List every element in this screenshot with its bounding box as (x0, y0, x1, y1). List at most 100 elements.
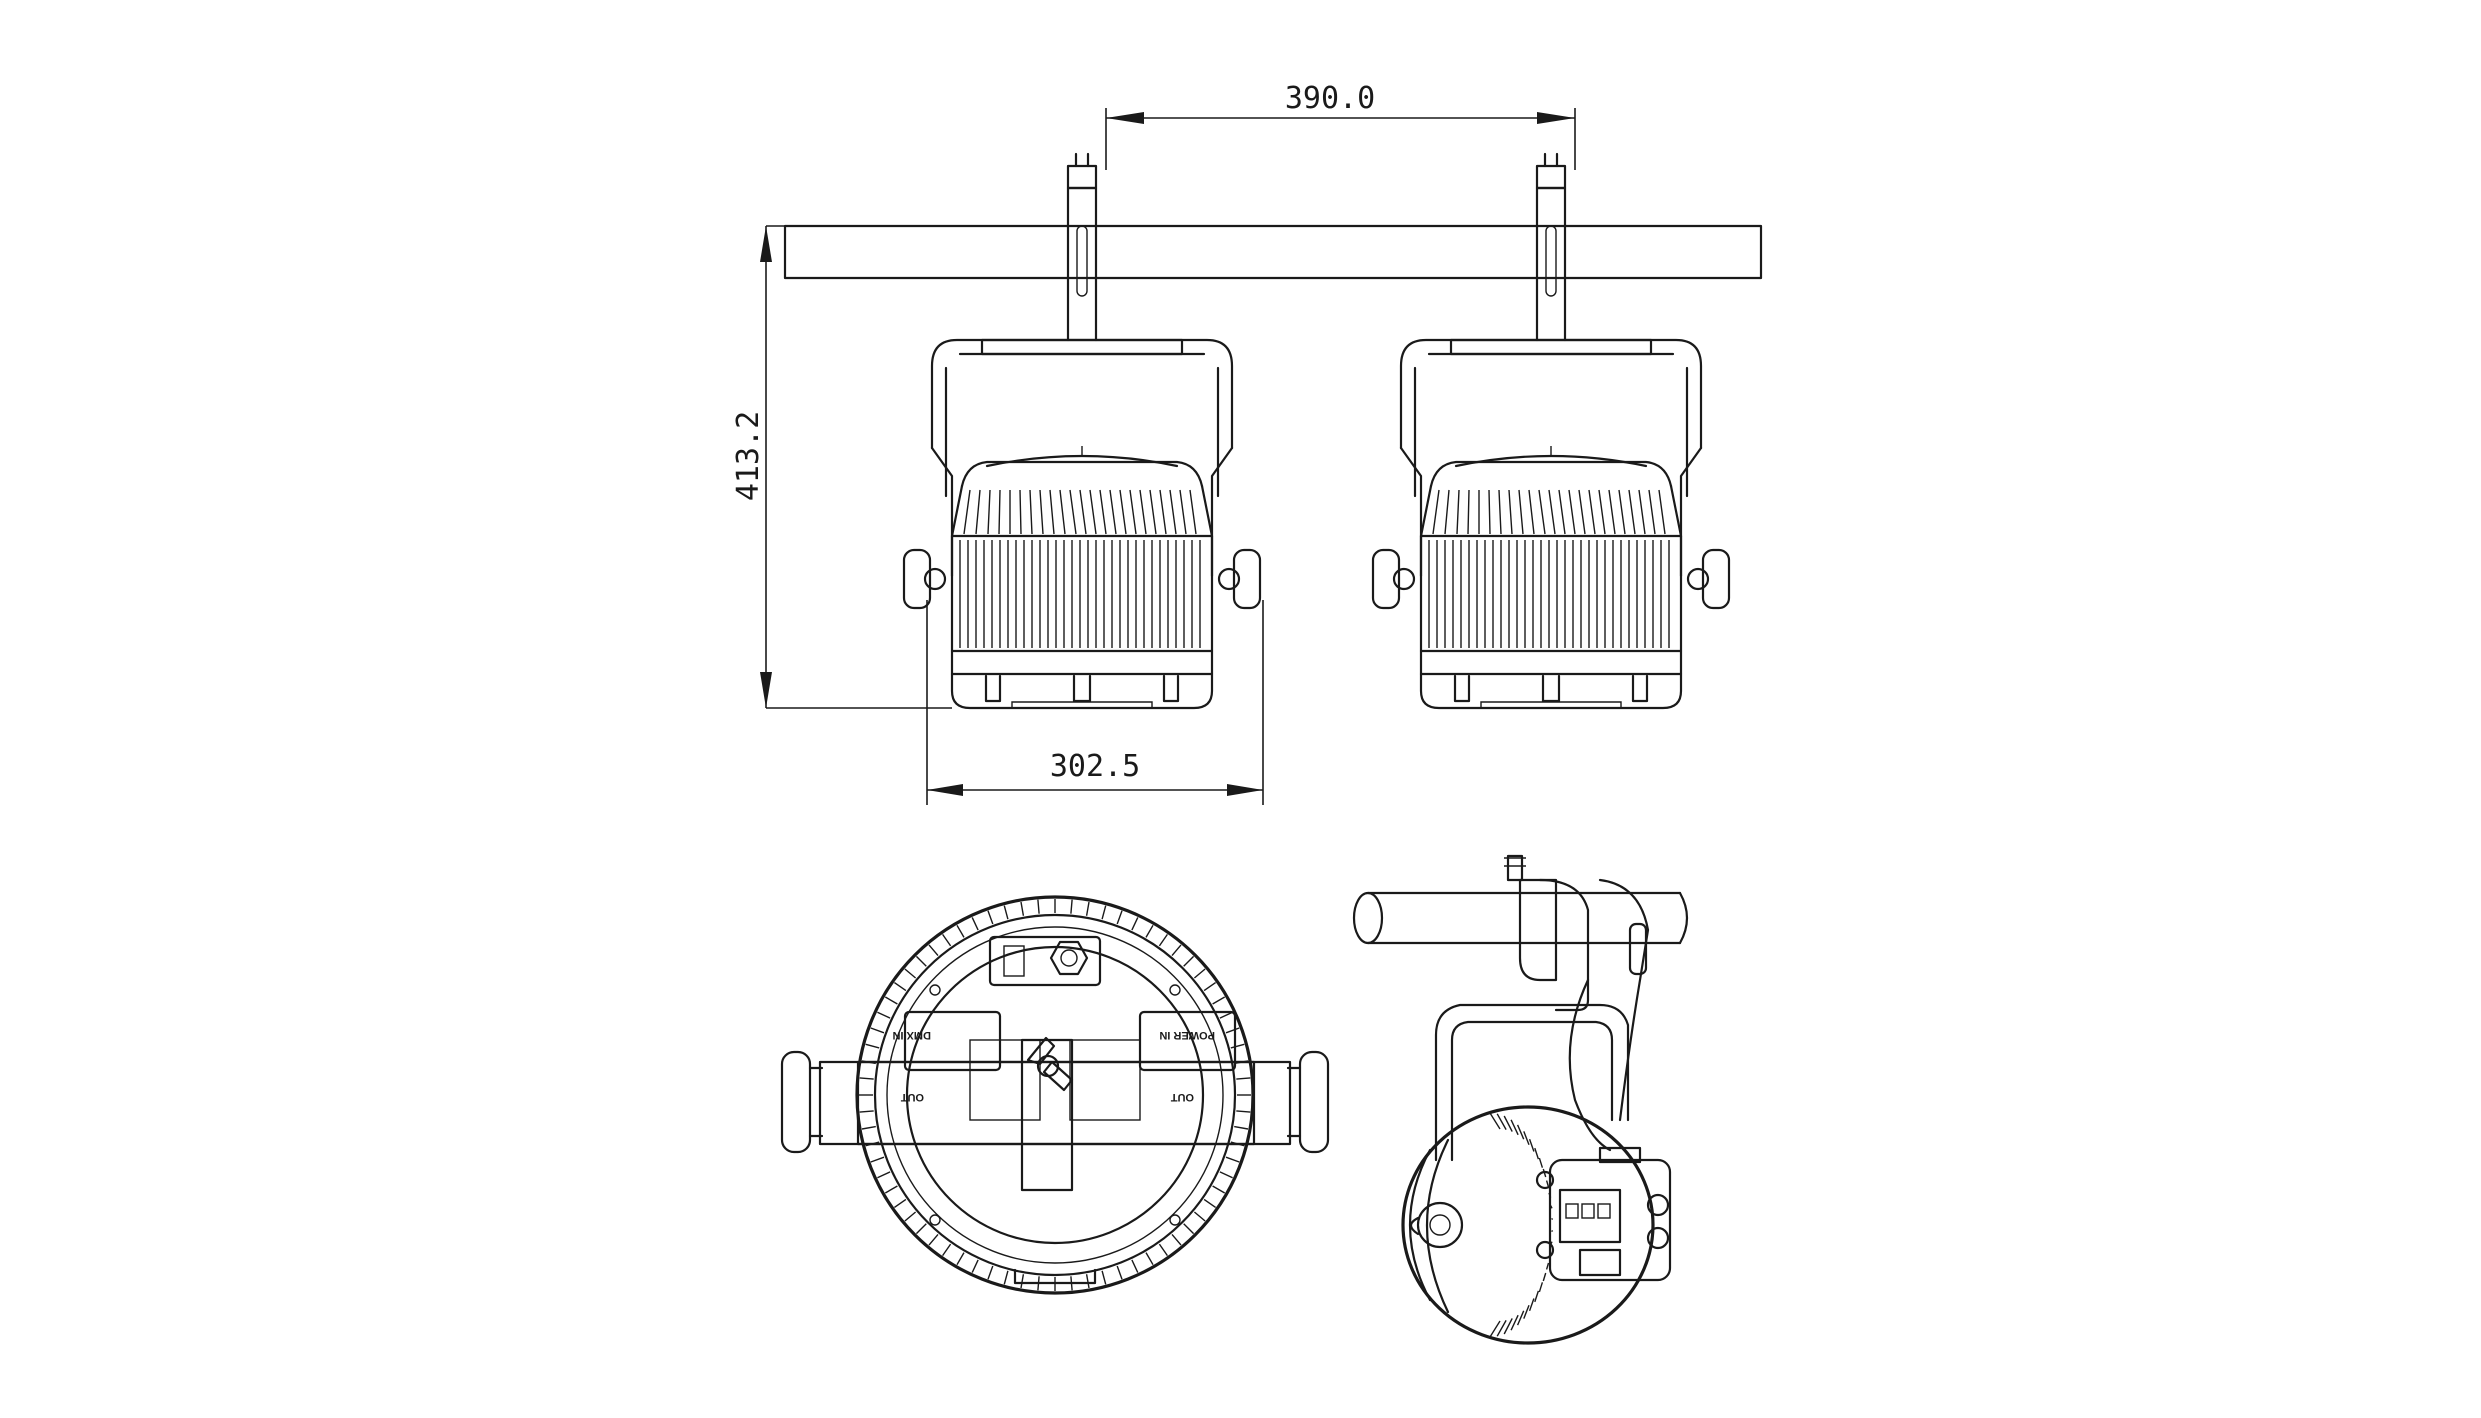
fixture-rear-view: DMX IN POWER IN OUT OUT (780, 895, 1330, 1295)
heat-sink-fin (1225, 1027, 1240, 1034)
heat-sink-fin (1219, 1171, 1233, 1179)
heat-sink-fin (1510, 1119, 1519, 1136)
dimension-width: 302.5 (926, 600, 1264, 805)
heat-sink-fin (1203, 982, 1216, 992)
heat-sink-fin (1236, 1077, 1251, 1080)
fixture-side-view (1352, 854, 1689, 1345)
heat-sink-fin (1523, 1131, 1530, 1146)
heat-sink-fin (1225, 1156, 1240, 1163)
heat-sink-fin (956, 1252, 965, 1266)
fixture-front-right (1371, 152, 1731, 710)
heat-sink-fin (1212, 996, 1226, 1005)
height-dimension-label: 413.2 (731, 411, 766, 501)
heat-sink-fin (1545, 1180, 1550, 1188)
heat-sink-fin (1489, 1112, 1501, 1130)
heat-sink-fin (1116, 910, 1123, 925)
heat-sink-fin (1183, 1223, 1195, 1235)
heat-sink-fin (1542, 1272, 1547, 1282)
heat-sink-fin (971, 1259, 979, 1273)
heat-sink-fin (1545, 1262, 1550, 1270)
heat-sink-fin (1551, 1217, 1554, 1220)
dimension-height: 413.2 (731, 225, 952, 709)
heat-sink-fin (942, 1243, 952, 1256)
output-left-label: OUT (901, 1091, 925, 1103)
heat-sink-fin (861, 1125, 876, 1130)
heat-sink-fin (884, 996, 898, 1005)
heat-sink-fin (942, 934, 952, 947)
heat-sink-fin (915, 1223, 927, 1235)
output-right-label: OUT (1171, 1091, 1195, 1103)
width-dimension-label: 302.5 (1050, 749, 1140, 784)
heat-sink-fin (1489, 1320, 1501, 1338)
heat-sink-fin (1171, 944, 1182, 957)
heat-sink-fin (987, 910, 994, 925)
heat-sink-fin (859, 1077, 874, 1080)
dmx-in-label: DMX IN (892, 1029, 931, 1041)
heat-sink-fin (1538, 1282, 1544, 1293)
heat-sink-fin (1496, 1320, 1507, 1337)
heat-sink-fin (859, 1110, 874, 1113)
heat-sink-fin (1193, 1211, 1206, 1222)
heat-sink-fin (1516, 1310, 1525, 1326)
heat-sink-fin (1510, 1314, 1519, 1331)
heat-sink-fin (865, 1043, 880, 1049)
heat-sink-fin (1158, 934, 1168, 947)
heat-sink-fin (1496, 1113, 1507, 1130)
heat-sink-fin (1101, 905, 1107, 920)
heat-sink-fin (1516, 1124, 1525, 1140)
dimension-spacing: 390.0 (1105, 81, 1576, 170)
heat-sink-fin (1020, 1274, 1025, 1289)
heat-sink-fin (1183, 955, 1195, 967)
heat-sink-fin (928, 1233, 939, 1246)
heat-sink-fin (1523, 1304, 1530, 1319)
heat-sink-fin (1003, 905, 1009, 920)
heat-sink-fin (1503, 1115, 1513, 1132)
heat-sink-fin (928, 944, 939, 957)
heat-sink-fin (971, 917, 979, 931)
heat-sink-fin (1020, 901, 1025, 916)
heat-sink-fin (1230, 1043, 1245, 1049)
heat-sink-fin (1234, 1125, 1249, 1130)
heat-sink-fin (1193, 968, 1206, 979)
pipe (783, 224, 1763, 280)
heat-sink-fin (956, 924, 965, 938)
heat-sink-fin (1037, 899, 1040, 914)
heat-sink-fin (1003, 1270, 1009, 1285)
heat-sink-fin (870, 1156, 885, 1163)
heat-sink-fin (1538, 1157, 1544, 1168)
heat-sink-fin (1116, 1265, 1123, 1280)
heat-sink-fin (915, 955, 927, 967)
heat-sink-fin (1070, 899, 1073, 914)
heat-sink-fin (884, 1185, 898, 1194)
heat-sink-fin (1219, 1011, 1233, 1019)
heat-sink-fin (1236, 1110, 1251, 1113)
heat-sink-fin (1534, 1147, 1540, 1160)
heat-sink-fin (1131, 1259, 1139, 1273)
heat-sink-fin (1085, 1274, 1090, 1289)
heat-sink-fin (1101, 1270, 1107, 1285)
heat-sink-fin (1534, 1290, 1540, 1303)
heat-sink-fin (1503, 1318, 1513, 1335)
heat-sink-fin (1158, 1243, 1168, 1256)
heat-sink-fin (1212, 1185, 1226, 1194)
heat-sink-fin (1145, 1252, 1154, 1266)
heat-sink-fin (1551, 1230, 1554, 1233)
spacing-dimension-label: 390.0 (1285, 81, 1375, 116)
power-in-label: POWER IN (1159, 1029, 1215, 1041)
heat-sink-fin (1085, 901, 1090, 916)
heat-sink-fin (904, 1211, 917, 1222)
heat-sink-fin (904, 968, 917, 979)
heat-sink-fin (1203, 1198, 1216, 1208)
heat-sink-fin (870, 1027, 885, 1034)
heat-sink-fin (877, 1171, 891, 1179)
heat-sink-fin (877, 1011, 891, 1019)
heat-sink-fin (894, 982, 907, 992)
heat-sink-fin (1131, 917, 1139, 931)
heat-sink-fin (1171, 1233, 1182, 1246)
heat-sink-fin (1145, 924, 1154, 938)
fixture-front-left (902, 152, 1262, 710)
heat-sink-fin (1528, 1298, 1535, 1312)
heat-sink-fin (1528, 1138, 1535, 1152)
heat-sink-fin (894, 1198, 907, 1208)
